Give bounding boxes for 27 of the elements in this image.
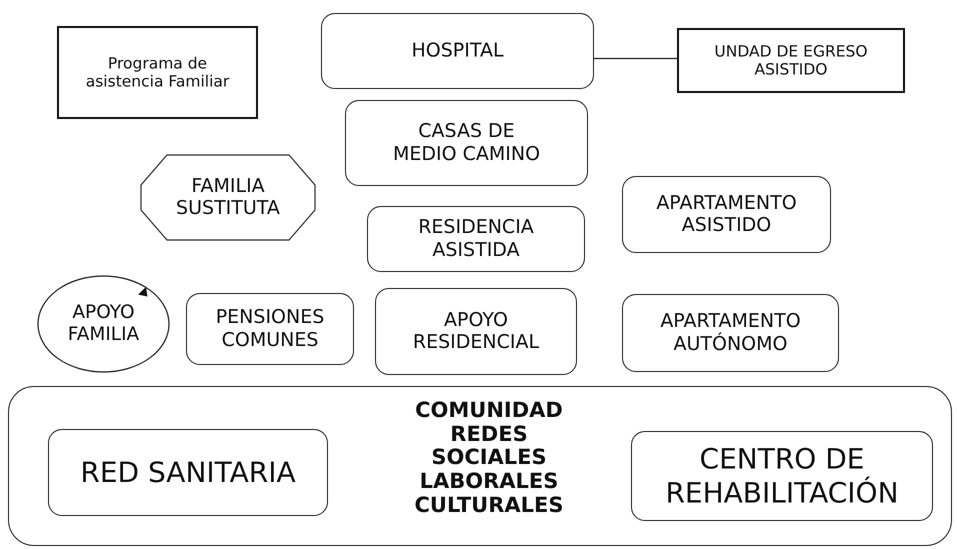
node-label: APARTAMENTO ASISTIDO bbox=[655, 192, 798, 238]
process-box bbox=[375, 288, 577, 375]
hospital-box bbox=[321, 13, 594, 89]
heading-text: COMUNIDAD REDES SOCIALES LABORALES CULTURALES bbox=[413, 399, 565, 518]
process-box bbox=[631, 431, 933, 521]
process-box bbox=[367, 206, 585, 272]
node-label: RESIDENCIA ASISTIDA bbox=[417, 216, 535, 262]
node-label: CENTRO DE REHABILITACIÓN bbox=[664, 442, 900, 510]
process-box bbox=[186, 293, 354, 365]
unit-box bbox=[677, 28, 905, 93]
node-label: HOSPITAL bbox=[410, 40, 505, 62]
process-box bbox=[345, 100, 588, 186]
node-label: FAMILIA SUSTITUTA bbox=[175, 174, 281, 220]
node-label: UNDAD DE EGRESO ASISTIDO bbox=[713, 42, 869, 80]
connector-line bbox=[594, 58, 677, 60]
process-box bbox=[622, 294, 839, 372]
node-label: Programa de asistencia Familiar bbox=[84, 54, 230, 92]
process-box bbox=[622, 176, 831, 253]
node-label: RED SANITARIA bbox=[79, 456, 297, 490]
process-box bbox=[48, 429, 328, 516]
node-label: PENSIONES COMUNES bbox=[214, 306, 326, 352]
program-box bbox=[57, 26, 258, 119]
node-label: CASAS DE MEDIO CAMINO bbox=[392, 120, 542, 166]
community-panel bbox=[8, 386, 952, 546]
node-label: APOYO RESIDENCIAL bbox=[412, 308, 540, 354]
node-label: APARTAMENTO AUTÓNOMO bbox=[659, 310, 802, 356]
node-label: APOYO FAMILIA bbox=[66, 302, 140, 346]
